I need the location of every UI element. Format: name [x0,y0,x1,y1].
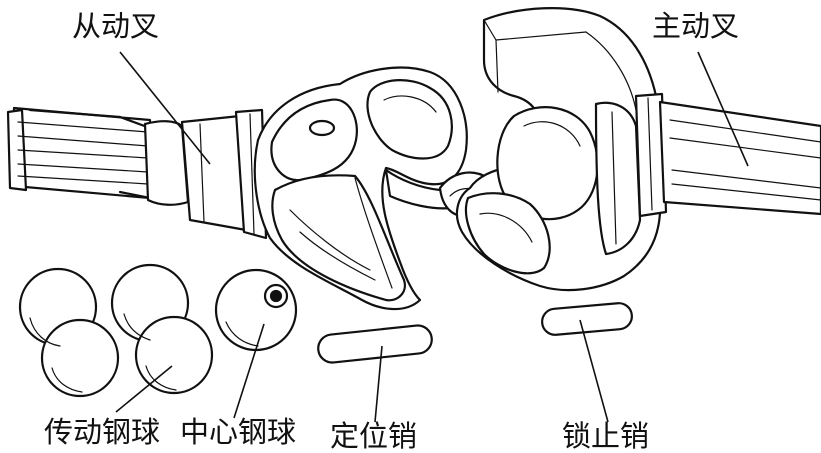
leader-drive-balls [115,365,173,413]
leader-driving-fork [697,51,749,167]
driven-fork [253,66,468,311]
leader-locking-pin [579,319,609,423]
label-locating-pin: 定位销 [330,419,418,453]
leader-lines [115,51,749,423]
leader-locating-pin [374,345,383,423]
splined-shaft [6,106,152,200]
driven-fork-hub [143,108,268,240]
label-locking-pin: 锁止销 [562,419,650,453]
locking-pin [541,302,633,336]
label-center-ball: 中心钢球 [180,415,297,449]
locating-pin [317,324,433,364]
label-driven-fork: 从动叉 [72,9,160,43]
leader-driven-fork [119,51,211,165]
leader-center-ball [233,323,265,419]
drive-balls [18,263,214,398]
center-ball [214,268,298,352]
label-driving-fork: 主动叉 [652,9,740,43]
drive-shaft [634,92,821,218]
label-drive-balls: 传动钢球 [44,415,161,449]
driving-fork [455,7,662,292]
